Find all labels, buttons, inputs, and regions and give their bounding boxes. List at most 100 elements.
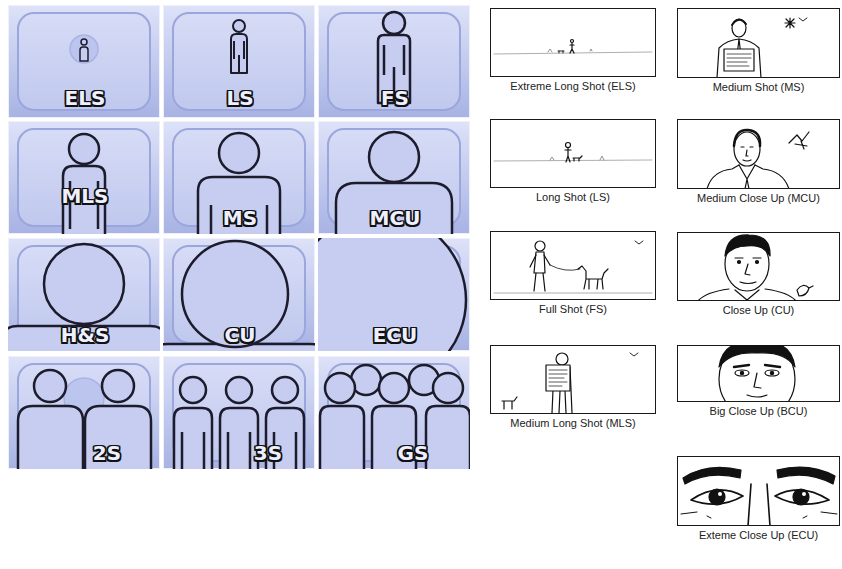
ls-sketch-part — [566, 143, 571, 148]
shot-tile: GS — [318, 356, 470, 469]
cu-sketch-part — [725, 235, 770, 256]
ecu-sketch-part — [802, 492, 806, 496]
shot-abbreviation: MCU — [370, 206, 421, 230]
ecu-sketch-part — [793, 489, 809, 505]
cu-sketch-part — [735, 257, 761, 258]
storyboard-frame: Full Shot (FS) — [490, 231, 656, 300]
els-sketch-part — [558, 51, 564, 53]
shot-tile: FS — [318, 5, 470, 118]
frame-caption: Close Up (CU) — [664, 304, 842, 317]
cu-sketch-part — [738, 261, 741, 264]
mls-sketch-part — [546, 365, 570, 391]
fs-sketch-part — [534, 252, 545, 273]
bcu-sketch-part — [770, 371, 773, 374]
ecu-sketch-part — [718, 492, 722, 496]
fs-sketch-part — [494, 293, 652, 294]
shot-tile: MLS — [8, 121, 160, 234]
bcu-sketch-part — [747, 373, 767, 397]
ecu-sketch-part — [775, 490, 829, 504]
cu-sketch-part — [797, 285, 813, 296]
ls-sketch — [494, 143, 652, 163]
mcu-sketch-part — [789, 132, 809, 149]
frame-caption: Medium Long Shot (MLS) — [477, 417, 669, 430]
cu-sketch — [697, 235, 813, 301]
els-sketch-part — [571, 40, 574, 43]
frame-caption: Exteme Close Up (ECU) — [664, 529, 842, 542]
bcu-sketch-part — [735, 370, 749, 376]
ls-sketch-part — [565, 148, 571, 162]
bcu-sketch-part — [734, 365, 780, 367]
mcu-sketch-part — [734, 130, 760, 146]
cu-sketch-part — [740, 264, 756, 284]
frame-caption: Full Shot (FS) — [477, 303, 669, 316]
mls-sketch-part — [552, 367, 572, 413]
shot-tile: ECU — [318, 238, 470, 351]
els-sketch — [494, 40, 652, 55]
ecu-sketch-part — [777, 467, 835, 484]
frame-caption: Big Close Up (BCU) — [664, 405, 842, 418]
cu-sketch-part — [756, 261, 759, 264]
frame-caption: Medium Close Up (MCU) — [664, 192, 842, 205]
mls-sketch-part — [549, 370, 567, 386]
ms-sketch-part — [732, 19, 746, 37]
ms-sketch-part — [799, 18, 807, 21]
ls-sketch-part — [494, 160, 652, 161]
bcu-sketch-part — [719, 345, 795, 401]
cu-sketch-part — [697, 289, 797, 301]
shot-abbreviation: FS — [381, 86, 409, 110]
fs-sketch-part — [530, 255, 550, 291]
frame-caption: Medium Shot (MS) — [664, 81, 842, 94]
ecu-sketch-part — [683, 467, 741, 484]
ms-sketch-part — [717, 39, 761, 77]
els-sketch-part — [494, 52, 652, 54]
storyboard-frame: Long Shot (LS) — [490, 119, 656, 188]
ms-sketch-part — [737, 39, 741, 61]
storyboard-frame: Exteme Close Up (ECU) — [677, 456, 840, 526]
mcu-sketch-part — [741, 147, 753, 161]
ecu-sketch-part — [691, 490, 743, 504]
ls-sketch-part — [573, 156, 582, 161]
fs-sketch-part — [535, 241, 545, 251]
shot-abbreviation: LS — [226, 86, 253, 110]
ms-sketch-part — [724, 49, 754, 71]
shot-tile: ELS — [8, 5, 160, 118]
shot-tile: CU — [163, 238, 315, 351]
shot-abbreviation: ECU — [373, 323, 418, 347]
bcu-sketch — [719, 345, 795, 401]
ms-sketch-part — [732, 20, 746, 25]
storyboard-frame: Medium Shot (MS) — [677, 8, 840, 78]
mls-sketch-part — [502, 397, 517, 409]
fs-sketch — [494, 241, 652, 293]
mcu-sketch-part — [734, 132, 760, 166]
frame-caption: Extreme Long Shot (ELS) — [477, 80, 669, 93]
shot-abbreviation: ELS — [65, 86, 106, 110]
shot-abbreviation: MLS — [61, 184, 108, 208]
ecu-sketch — [681, 467, 837, 525]
fs-sketch-part — [635, 241, 643, 244]
mls-sketch-part — [556, 353, 568, 365]
mcu-sketch-part — [707, 165, 789, 188]
shot-abbreviation: 2S — [93, 441, 121, 465]
ms-sketch-part — [785, 18, 795, 28]
mls-sketch-part — [630, 353, 638, 356]
els-sketch-part — [570, 43, 574, 53]
fs-sketch-part — [550, 265, 580, 270]
ms-sketch — [717, 18, 807, 77]
frame-caption: Long Shot (LS) — [477, 191, 669, 204]
els-sketch-part — [548, 49, 592, 52]
shot-abbreviation: H&S — [61, 323, 110, 347]
ls-sketch-part — [550, 156, 604, 160]
ecu-sketch-part — [681, 512, 837, 518]
mcu-sketch — [707, 130, 809, 188]
shot-tile: MS — [163, 121, 315, 234]
shot-tile: LS — [163, 5, 315, 118]
storyboard-frame: Medium Close Up (MCU) — [677, 119, 840, 189]
shot-tile: 3S — [163, 356, 315, 469]
ecu-sketch-part — [748, 484, 770, 525]
shot-tile: 2S — [8, 356, 160, 469]
fs-sketch-part — [578, 266, 608, 289]
cu-sketch-part — [725, 237, 769, 291]
storyboard-sketches — [494, 18, 837, 526]
shot-abbreviation: MS — [223, 206, 257, 230]
